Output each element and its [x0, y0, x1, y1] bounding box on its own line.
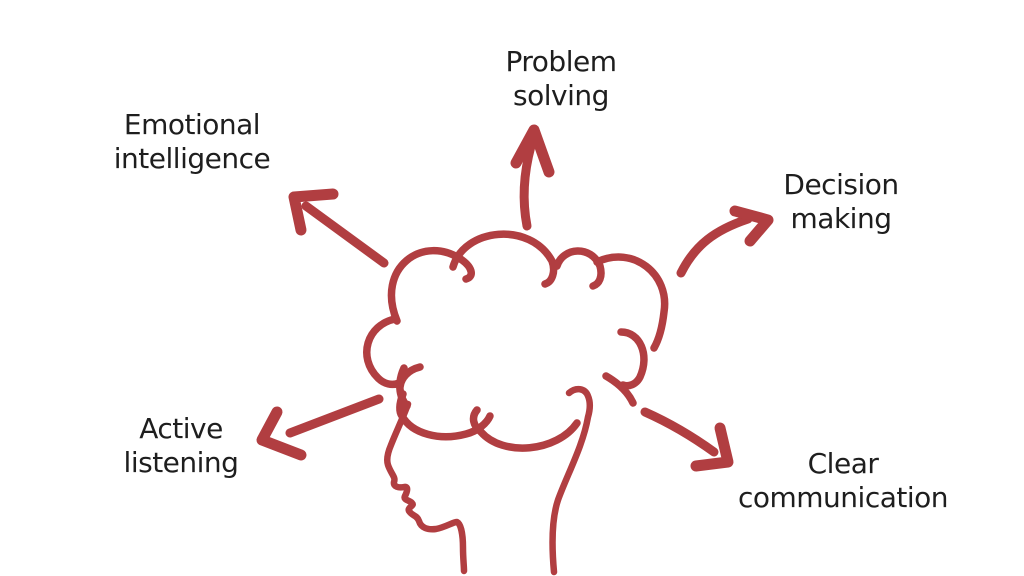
arrow-down-right-icon [640, 407, 734, 472]
arrow-down-left-icon [256, 394, 384, 461]
label-decision-making: Decision making [783, 168, 899, 235]
arrow-up-icon [510, 124, 555, 231]
arrow-up-right-icon [676, 205, 774, 278]
label-problem-solving: Problem solving [505, 45, 617, 112]
head-profile-icon [383, 385, 594, 576]
arrow-up-left-icon [288, 188, 389, 268]
label-clear-communication: Clear communication [737, 447, 949, 514]
cloud-brain-icon [363, 230, 669, 452]
label-active-listening: Active listening [123, 412, 239, 479]
label-emotional-intelligence: Emotional intelligence [113, 108, 271, 175]
